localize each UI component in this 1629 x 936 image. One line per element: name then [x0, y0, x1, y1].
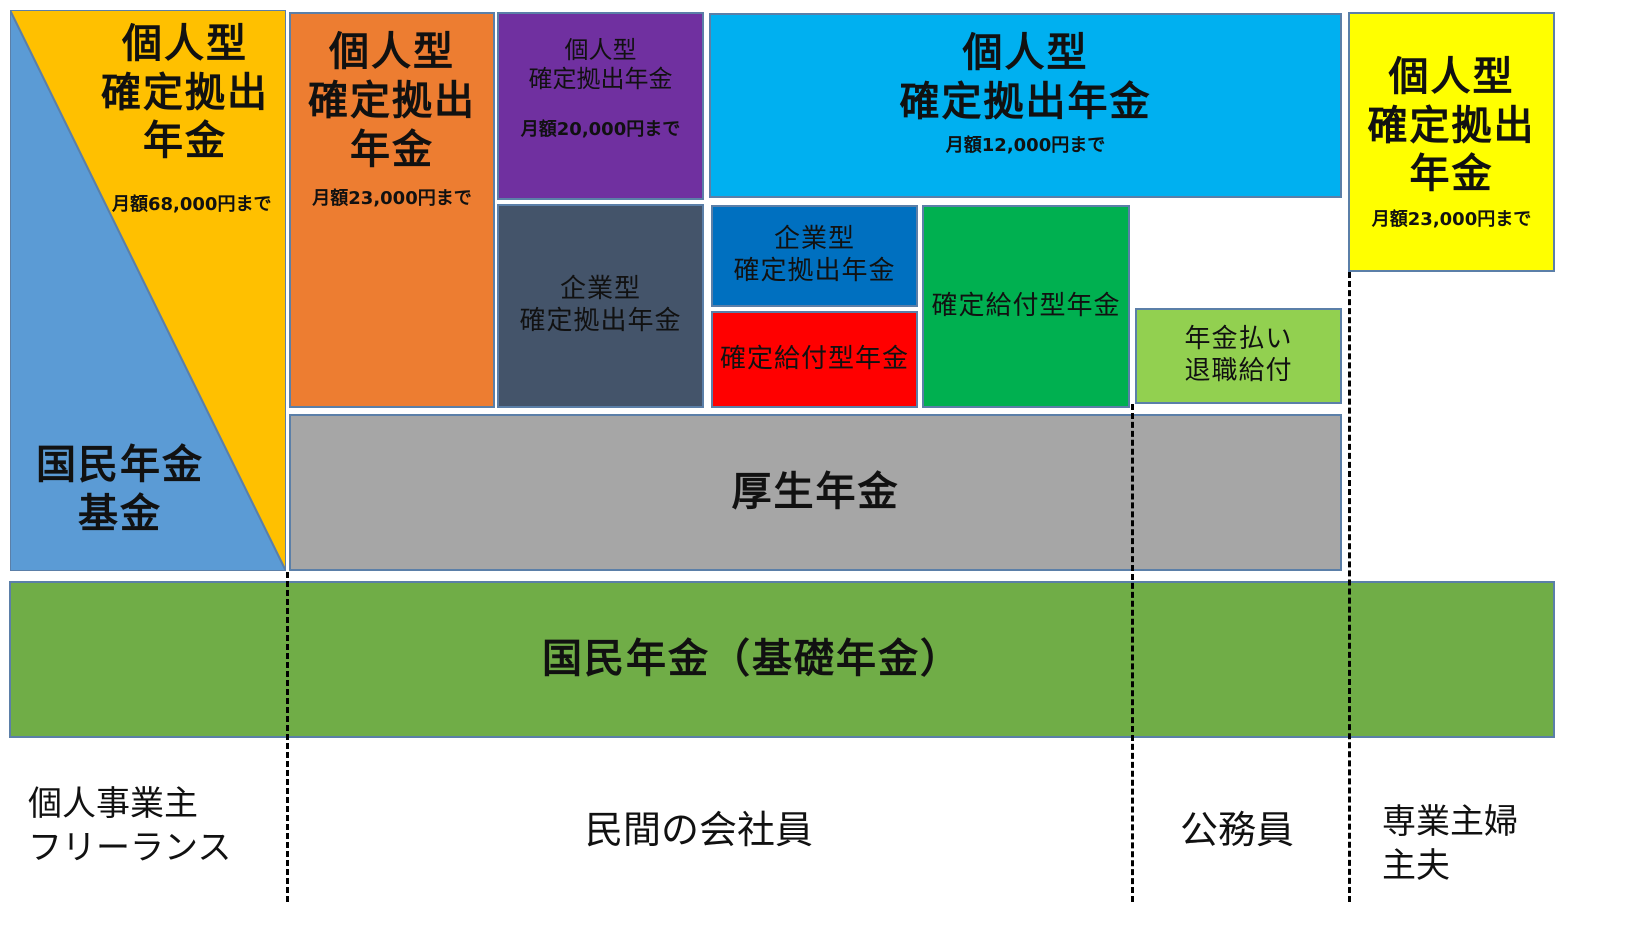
category-homemaker: 専業主婦 主夫 — [1382, 802, 1518, 887]
db-pension-green: 確定給付型年金 — [922, 205, 1130, 408]
corporate-dc-blue: 企業型 確定拠出年金 — [711, 205, 918, 307]
separator-employee-civil — [1131, 404, 1134, 902]
employee-ideco-no-pension: 個人型 確定拠出 年金 月額23,000円まで — [289, 12, 495, 408]
kokumin-kiso-layer: 国民年金（基礎年金） — [9, 581, 1555, 738]
category-civil-servant: 公務員 — [1180, 808, 1295, 852]
homemaker-ideco: 個人型 確定拠出 年金 月額23,000円まで — [1348, 12, 1555, 272]
corporate-dc-slate: 企業型 確定拠出年金 — [497, 204, 704, 408]
freelance-ideco-limit: 月額68,000円まで — [112, 194, 272, 215]
separator-freelance-employee — [286, 572, 289, 902]
employee-ideco-with-dc: 個人型 確定拠出年金 月額20,000円まで — [497, 12, 704, 200]
freelance-ideco-text: 個人型 確定拠出 年金 — [101, 20, 269, 165]
freelance-split-graphic — [10, 10, 286, 571]
kosei-nenkin-layer: 厚生年金 — [289, 414, 1342, 571]
employee-ideco-with-db: 個人型 確定拠出年金 月額12,000円まで — [709, 13, 1342, 198]
category-employee: 民間の会社員 — [585, 808, 814, 852]
separator-civil-homemaker — [1348, 272, 1351, 902]
category-freelance: 個人事業主 フリーランス — [28, 784, 232, 869]
civil-servant-retirement-annuity: 年金払い 退職給付 — [1135, 308, 1342, 404]
db-pension-red: 確定給付型年金 — [711, 311, 918, 408]
freelance-ideco-area — [10, 10, 286, 571]
national-fund-text: 国民年金 基金 — [36, 442, 204, 537]
